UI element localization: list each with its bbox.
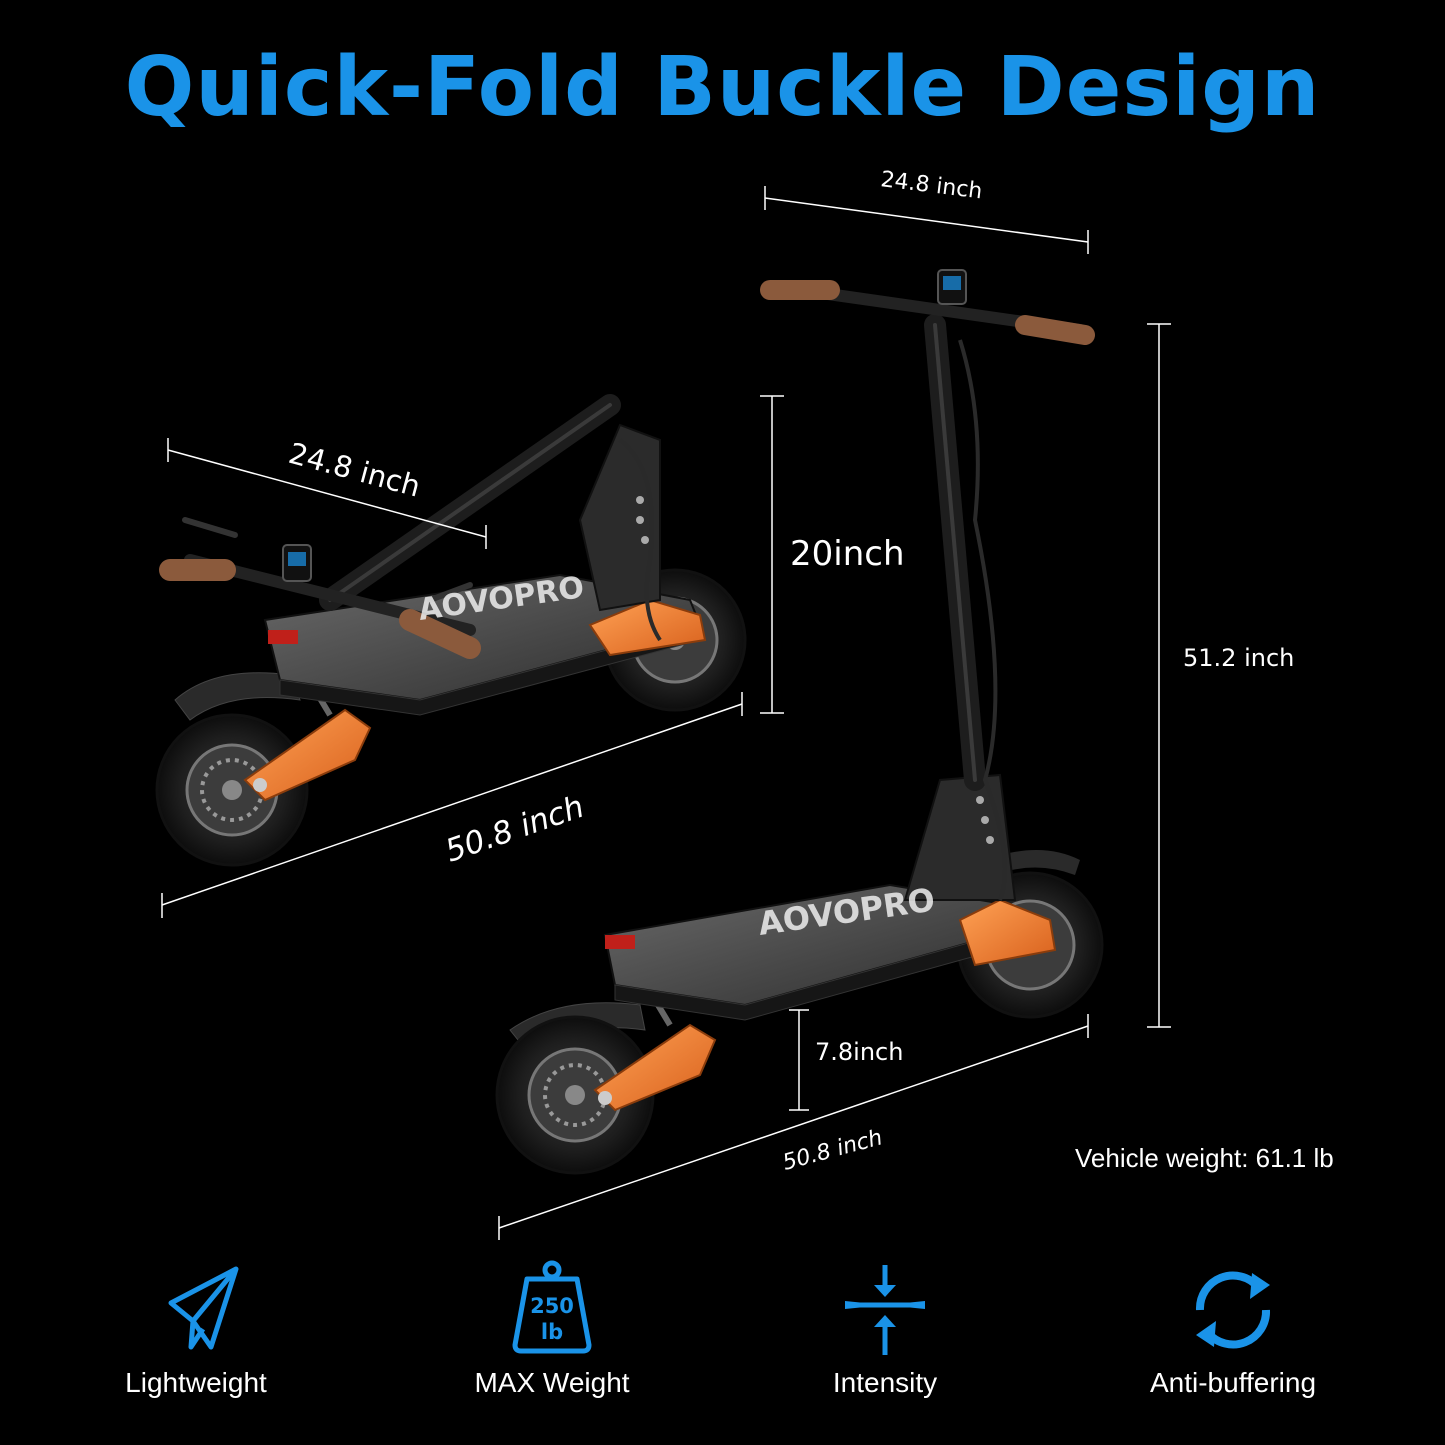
feature-lightweight: Lightweight [66, 1255, 326, 1399]
feature-anti-buffering: Anti-buffering [1103, 1255, 1363, 1399]
clearance-label: 7.8inch [815, 1038, 903, 1066]
unfolded-height-label: 51.2 inch [1183, 644, 1294, 672]
folded-height-label: 20inch [790, 534, 905, 574]
refresh-cycle-icon [1195, 1271, 1271, 1349]
feature-label: Anti-buffering [1149, 1367, 1317, 1398]
compression-arrows-icon [845, 1265, 925, 1355]
page-title: Quick-Fold Buckle Design [124, 40, 1321, 135]
vehicle-weight-note: Vehicle weight: 61.1 lb [1075, 1143, 1334, 1173]
unfolded-length-label: 50.8 inch [780, 1125, 885, 1176]
dimension-lines [161, 186, 1171, 1240]
badge-bottom: lb [541, 1320, 563, 1344]
paper-plane-icon [168, 1266, 239, 1350]
unfolded-scooter: AOVOPRO [495, 269, 1104, 1175]
feature-label: MAX Weight [474, 1367, 630, 1398]
feature-max-weight: 250 lb MAX Weight [422, 1255, 682, 1399]
unfolded-handlebar-label: 24.8 inch [879, 167, 983, 204]
folded-scooter: AOVOPRO [155, 394, 747, 867]
feature-label: Intensity [832, 1367, 938, 1398]
feature-label: Lightweight [125, 1367, 267, 1398]
feature-intensity: Intensity [755, 1255, 1015, 1399]
weight-250lb-icon: 250 lb [512, 1260, 592, 1354]
badge-top: 250 [530, 1294, 574, 1318]
folded-width-label: 24.8 inch [285, 436, 424, 504]
